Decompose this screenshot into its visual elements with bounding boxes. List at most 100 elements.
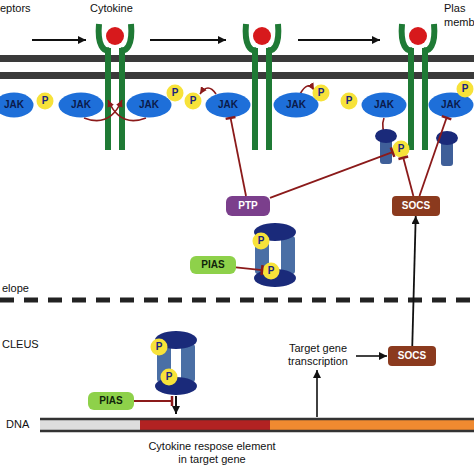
phosphate-circle-shape (341, 93, 358, 110)
phosphate-circle: P (160, 368, 178, 386)
phosphate-circle: P (252, 232, 270, 250)
membrane-label: memb (444, 16, 474, 29)
socs-box: SOCS (388, 346, 436, 366)
phosphate-circle-shape (151, 339, 168, 356)
state-arrow (32, 39, 86, 41)
phosphate-circle-text: P (268, 266, 275, 276)
phosphate-circle-shape (167, 85, 184, 102)
membrane-layer (0, 72, 474, 79)
phosphate-circle-text: P (166, 372, 173, 382)
jak-kinase-text: JAK (218, 100, 238, 110)
receptor-chain (266, 48, 272, 150)
phosphate-circle: P (166, 84, 184, 102)
membrane-layer (0, 55, 474, 62)
receptor-chain (252, 48, 258, 150)
jak-kinase-shape (59, 93, 104, 118)
transcription-label: Target gene transcription (280, 342, 356, 368)
socs-box-text: SOCS (398, 351, 426, 361)
phosphorylation-arrow (200, 88, 216, 94)
phosphate-circle: P (456, 80, 474, 98)
phosphate-circle-shape (263, 263, 280, 280)
stat-dimer (181, 344, 195, 382)
pias-box-text: PIAS (201, 260, 224, 270)
phosphate-circle-text: P (462, 84, 469, 94)
inhibition-line (236, 267, 262, 270)
phosphate-circle-shape (457, 81, 474, 98)
state-arrow (298, 39, 380, 41)
phosphate-circle-text: P (318, 88, 325, 98)
inhibition-line (270, 152, 393, 198)
phosphate-circle-text: P (258, 236, 265, 246)
response-element (140, 420, 270, 430)
phosphate-circle: P (392, 140, 410, 158)
jak-kinase-text: JAK (374, 100, 394, 110)
activation-arrow (412, 216, 415, 346)
jak-kinase-text: JAK (441, 100, 461, 110)
dna-label: DNA (6, 418, 40, 431)
phosphate-circle: P (150, 338, 168, 356)
jak-kinase-shape (206, 93, 251, 118)
state-arrow (150, 39, 226, 41)
dna-segment (40, 420, 140, 430)
pias-box-text: PIAS (99, 396, 122, 406)
phosphate-circle-text: P (156, 342, 163, 352)
jak-kinase-shape (362, 93, 407, 118)
pias-box: PIAS (190, 256, 236, 274)
inhibition-line (231, 118, 246, 196)
phosphate-circle-shape (313, 85, 330, 102)
phosphate-circle: P (312, 84, 330, 102)
phosphate-circle-shape (37, 93, 54, 110)
phosphate-circle-text: P (172, 88, 179, 98)
receptor-chain (422, 48, 428, 150)
jak-kinase-shape (127, 93, 172, 118)
jak-kinase: JAK (361, 92, 407, 118)
jak-kinase-shape (0, 93, 34, 118)
membrane-label: Plas (444, 2, 474, 15)
dna-strand (40, 418, 474, 421)
phosphorylation-arrow (300, 86, 314, 94)
phosphate-circle: P (184, 92, 202, 110)
socs-box-text: SOCS (402, 201, 430, 211)
phosphate-circle: P (340, 92, 358, 110)
phosphate-circle-text: P (398, 144, 405, 154)
jak-kinase-shape (274, 93, 319, 118)
jak-kinase-text: JAK (286, 100, 306, 110)
ptp-box: PTP (226, 196, 270, 216)
inhibition-line (403, 158, 413, 196)
jak-kinase: JAK (58, 92, 104, 118)
receptor-chain (119, 48, 125, 150)
phosphate-circle-shape (253, 233, 270, 250)
jak-kinase: JAK (273, 92, 319, 118)
nuclear-envelope (0, 298, 474, 303)
receptor-chain (408, 48, 414, 150)
cytokine-ligand (253, 27, 271, 45)
jak-kinase: JAK (126, 92, 172, 118)
jak-kinase-text: JAK (139, 100, 159, 110)
stat-dimer (281, 236, 295, 274)
jak-kinase: JAK (0, 92, 34, 118)
phosphate-circle: P (262, 262, 280, 280)
cytokine-ligand (409, 27, 427, 45)
stat-protein (436, 131, 458, 145)
phosphate-circle-text: P (190, 96, 197, 106)
socs-box: SOCS (392, 196, 440, 216)
phosphate-circle-shape (161, 369, 178, 386)
dna-strand (40, 430, 474, 433)
transcription-arrow (316, 370, 318, 417)
jak-kinase-text: JAK (4, 100, 24, 110)
binding-arrow (175, 396, 177, 414)
phosphate-circle-text: P (346, 96, 353, 106)
phosphate-circle: P (36, 92, 54, 110)
stat-protein (375, 129, 397, 143)
inhibition-line (134, 400, 172, 402)
target-gene (270, 420, 474, 430)
phosphate-circle-shape (393, 141, 410, 158)
envelope-label: elope (2, 282, 62, 295)
cytokine-label: Cytokine (90, 2, 150, 15)
cytokine-ligand (106, 27, 124, 45)
expression-arrow (356, 355, 387, 357)
jak-kinase-text: JAK (71, 100, 91, 110)
receptor-label: eptors (0, 2, 60, 15)
phosphate-circle-shape (185, 93, 202, 110)
